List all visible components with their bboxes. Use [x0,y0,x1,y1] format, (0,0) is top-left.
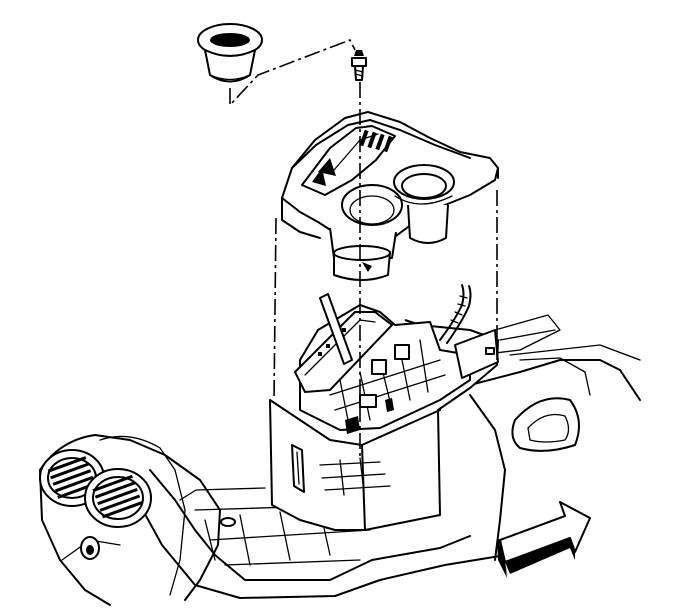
floor-tunnel [119,314,641,599]
screw-icon [351,50,367,81]
rear-air-vent-icon [39,449,152,560]
console-trim-cover [281,111,499,281]
front-direction-arrow-icon [497,501,591,578]
cup-holder-insert-icon [197,23,263,83]
leader-lines [229,38,498,460]
shifter-console-assembly [269,284,499,531]
